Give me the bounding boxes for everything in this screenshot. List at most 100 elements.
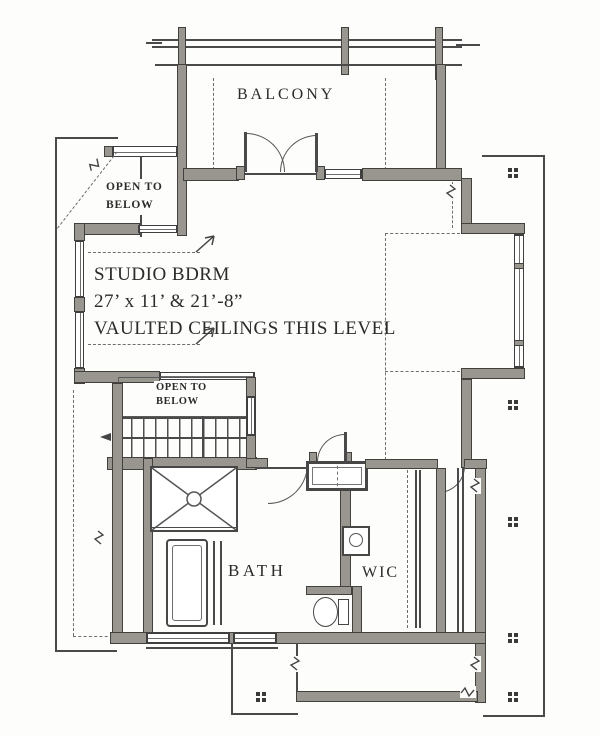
wall-segment [183, 168, 239, 181]
window [146, 633, 230, 643]
closet-shelf-line [415, 470, 417, 628]
deck-post-marker [508, 692, 512, 696]
stair-direction-line [112, 437, 248, 439]
window-sill-line [146, 647, 278, 649]
wall-segment [112, 383, 123, 642]
screen-line-dashed [452, 182, 453, 228]
deck-edge [543, 155, 545, 717]
eave-line [55, 137, 57, 652]
wall-segment [475, 468, 486, 703]
vanity-centerline [337, 466, 338, 486]
slope-arrow-icon [195, 235, 215, 253]
wall-segment [296, 691, 478, 702]
deck-edge [483, 715, 544, 717]
break-mark-icon [460, 685, 476, 698]
balcony-floor-edge [155, 64, 462, 66]
window [138, 225, 178, 233]
closet-rod-dashed [407, 470, 408, 628]
door-jamb [236, 166, 245, 180]
stair-direction-arrow-icon [100, 433, 111, 441]
window [247, 396, 255, 436]
shower-x-icon [151, 467, 237, 531]
balcony-rail-line [152, 39, 462, 41]
window [112, 146, 178, 157]
wall-segment [177, 64, 187, 236]
break-mark-icon [84, 154, 105, 175]
deck-edge [482, 155, 544, 157]
ceiling-break-dashed [88, 344, 200, 345]
wall-segment [436, 468, 446, 634]
bathtub-inner [172, 545, 202, 621]
note-line: OPEN TO [106, 181, 163, 193]
deck-post-marker [508, 633, 512, 637]
roof-overhang-dashed [73, 636, 113, 637]
porch-edge [231, 713, 298, 715]
break-mark-icon [445, 184, 458, 200]
note-open-to-below-stairs: OPEN TO BELOW [154, 381, 209, 409]
dormer-outline [385, 371, 460, 372]
balcony-rail-post [341, 27, 349, 75]
deck-post-marker [508, 168, 512, 172]
stair-edge-line [119, 417, 246, 419]
door-leaf [344, 432, 347, 462]
studio-line3: VAULTED CEILINGS THIS LEVEL [94, 318, 396, 339]
window [233, 633, 277, 643]
french-door-swing [280, 135, 317, 172]
window [324, 169, 362, 179]
room-label-balcony: BALCONY [237, 86, 336, 103]
window [514, 234, 524, 368]
window [75, 311, 84, 369]
door-swing [268, 464, 308, 504]
ceiling-break-dashed [88, 252, 200, 253]
wall-segment [74, 297, 85, 312]
knee-wall-line [462, 468, 464, 632]
french-door-leaf [315, 133, 318, 172]
room-label-wic: WIC [362, 564, 400, 581]
roof-line-dashed [213, 78, 214, 170]
door-swing [317, 434, 345, 462]
deck-post-marker [508, 517, 512, 521]
porch-post-marker [256, 692, 260, 696]
dormer-outline [385, 233, 386, 460]
wall-segment [461, 178, 472, 228]
wall-segment [461, 223, 525, 234]
window-mullion [514, 263, 524, 269]
deck-post-marker [508, 400, 512, 404]
roof-overhang-dashed [73, 390, 74, 636]
dormer-outline [385, 233, 460, 234]
balcony-rail-end-tick [146, 42, 162, 44]
toilet-tank [338, 599, 349, 625]
sink-bowl [349, 533, 363, 547]
closet-shelf-line [419, 470, 421, 628]
wall-segment [362, 168, 462, 181]
balcony-rail-end-tick [456, 44, 480, 46]
tub-deck-line [213, 541, 215, 625]
break-mark-icon [289, 656, 302, 672]
wall-segment [436, 64, 446, 181]
door-threshold-line [245, 173, 317, 175]
break-mark-icon [93, 530, 106, 546]
slope-arrow-icon [195, 327, 215, 345]
note-line: BELOW [156, 396, 199, 407]
french-door-leaf [244, 132, 247, 172]
roof-line-dashed [385, 78, 386, 170]
break-mark-icon [469, 478, 482, 494]
note-open-to-below-upper: OPEN TO BELOW [106, 178, 163, 214]
room-label-studio: STUDIO BDRM 27’ x 11’ & 21’-8” VAULTED C… [94, 261, 396, 342]
room-label-bath: BATH [228, 561, 287, 580]
wall-segment [461, 379, 472, 468]
studio-line1: STUDIO BDRM [94, 264, 230, 285]
window-mullion [514, 340, 524, 346]
note-line: OPEN TO [156, 382, 207, 393]
break-mark-icon [469, 656, 482, 672]
wall-segment [74, 223, 85, 241]
french-door-swing [246, 133, 285, 172]
tub-deck-line [220, 541, 222, 625]
shower-glass-line [152, 527, 236, 529]
porch-edge [231, 643, 233, 715]
wall-segment [352, 586, 362, 634]
wall-segment [461, 368, 525, 379]
window [75, 240, 84, 298]
eave-line [55, 650, 117, 652]
